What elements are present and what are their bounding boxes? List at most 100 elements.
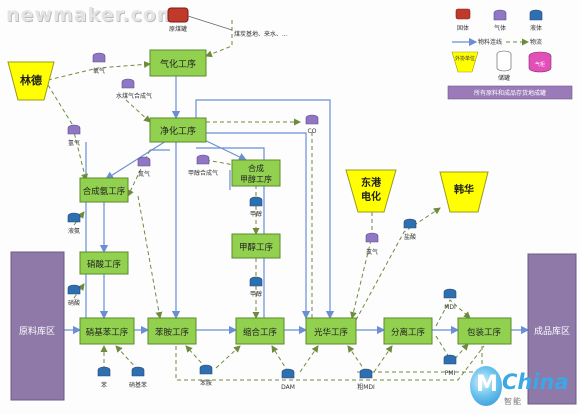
box-methanol-refine[interactable]: 甲醇工序 (231, 233, 281, 259)
legend-external-unit: 外协单位 (451, 51, 479, 73)
legend-gas-label: 气体 (494, 24, 506, 32)
box-methanol-synth-label-1: 合成 (248, 163, 264, 173)
box-methanol-refine-label: 甲醇工序 (239, 242, 274, 253)
tank-hcl: 盐酸 (403, 218, 417, 241)
box-phosgene-label: 光华工序 (314, 327, 349, 338)
legend-solid: 固体 (455, 8, 471, 32)
legend-solid-label: 固体 (457, 24, 469, 32)
legend-material-line: 物料连线 (452, 37, 502, 47)
label-hydrogen: 氢气 (68, 139, 80, 147)
tank-liquid-ammonia: 液氨 (67, 212, 81, 235)
tank-methanol-syngas: 甲醇合成气 (188, 154, 218, 177)
tank-nitric-acid: 硝酸 (67, 284, 81, 307)
legend-storage-note-label: 所有原料和成品存货地成罐 (474, 89, 546, 97)
supplier-donggang-label-2: 电化 (361, 190, 381, 203)
box-nitric[interactable]: 硝酸工序 (79, 251, 129, 275)
label-nitrobenzene: 硝基苯 (129, 381, 147, 389)
label-liquid-ammonia: 液氨 (68, 227, 80, 235)
logo-word: China (502, 370, 569, 394)
box-aniline[interactable]: 苯胺工序 (147, 317, 197, 345)
warehouse-raw[interactable]: 原料库区 (10, 251, 65, 401)
supplier-linde[interactable]: 林德 (7, 61, 55, 101)
legend-storage-note: 所有原料和成品存货地成罐 (447, 85, 573, 100)
legend-gas: 气体 (493, 9, 507, 32)
legend-tank-label: 储罐 (498, 74, 510, 82)
legend-tank: 储罐 (496, 50, 512, 82)
tank-benzene: 苯 (97, 366, 111, 389)
box-purify[interactable]: 净化工序 (149, 117, 207, 143)
legend-external-unit-label: 外协单位 (455, 55, 475, 62)
material-flow-lines (47, 20, 485, 381)
label-chlorine: 氯气 (366, 248, 378, 256)
box-ammonia-label: 合成氨工序 (83, 186, 126, 197)
tank-pmi: PMI (443, 354, 457, 377)
tank-co: CO (305, 114, 319, 135)
tank-crude-methanol: 甲醇 (249, 196, 263, 218)
label-nitrogen: 氮气 (138, 170, 150, 178)
box-separate-label: 分离工序 (391, 327, 426, 338)
tank-crude-mdi: 粗MDI (357, 368, 375, 391)
box-separate[interactable]: 分离工序 (383, 317, 433, 345)
label-dam: DAM (281, 384, 295, 391)
coal-desc-label: 煤炭基地、来水、... (234, 30, 288, 38)
box-package-label: 包装工序 (467, 327, 502, 338)
label-mdi: MDI (444, 304, 456, 311)
box-gasify-label: 气化工序 (160, 58, 196, 70)
logo-sub: 智能 (504, 397, 522, 406)
warehouse-product[interactable]: 成品库区 (527, 253, 577, 405)
tank-chlorine: 氯气 (365, 232, 379, 256)
tank-nitrogen: 氮气 (137, 156, 151, 178)
box-nitrobenzene[interactable]: 硝基苯工序 (79, 317, 135, 345)
label-aniline: 苯胺 (200, 379, 212, 387)
tank-methanol: 甲醇 (249, 276, 263, 298)
label-water-syngas: 水煤气合成气 (116, 92, 152, 100)
box-gasify[interactable]: 气化工序 (149, 49, 207, 77)
tank-oxygen: 氧气 (92, 52, 106, 75)
watermark: newmaker.com (6, 4, 178, 26)
logo-letter: M (476, 372, 498, 397)
box-ammonia[interactable]: 合成氨工序 (79, 177, 129, 203)
box-nitric-label: 硝酸工序 (87, 259, 122, 270)
label-pmi: PMI (445, 370, 456, 377)
supplier-donggang-label-1: 东港 (361, 176, 382, 189)
label-hcl: 盐酸 (404, 233, 416, 241)
label-methanol-syngas: 甲醇合成气 (188, 169, 218, 177)
supplier-hanhua[interactable]: 韩华 (439, 171, 489, 213)
label-methanol: 甲醇 (250, 290, 262, 298)
tank-dam: DAM (281, 368, 295, 391)
box-nitrobenzene-label: 硝基苯工序 (86, 327, 129, 338)
label-co: CO (308, 128, 317, 135)
legend-material-line-label: 物料连线 (478, 38, 502, 46)
tank-nitrobenzene: 硝基苯 (129, 366, 147, 389)
coal-source: 原煤罐 煤炭基地、来水、... (167, 7, 288, 38)
label-crude-mdi: 粗MDI (357, 383, 375, 391)
tank-mdi: MDI (443, 288, 457, 311)
tank-aniline: 苯胺 (199, 364, 213, 387)
supplier-hanhua-label: 韩华 (454, 183, 474, 196)
legend-gas-tank: 气柜 (528, 51, 552, 73)
label-nitric-acid: 硝酸 (68, 299, 80, 307)
legend-gas-tank-label: 气柜 (535, 61, 545, 68)
coal-source-label: 原煤罐 (169, 25, 187, 33)
box-phosgene[interactable]: 光华工序 (305, 317, 357, 345)
box-purify-label: 净化工序 (160, 125, 196, 137)
legend-liquid-label: 液体 (530, 24, 542, 32)
warehouse-product-label: 成品库区 (534, 325, 570, 337)
box-condense[interactable]: 缩合工序 (235, 317, 285, 345)
box-methanol-synth-label-2: 甲醇工序 (240, 174, 272, 184)
supplier-donggang[interactable]: 东港 电化 (345, 169, 397, 213)
label-oxygen: 氧气 (93, 67, 105, 75)
supplier-linde-label: 林德 (20, 73, 42, 87)
legend-liquid: 液体 (529, 9, 543, 32)
label-crude-methanol: 甲醇 (250, 210, 262, 218)
box-package[interactable]: 包装工序 (457, 317, 512, 345)
brand-logo: M China 智能 (466, 364, 578, 412)
tank-water-syngas: 水煤气合成气 (116, 78, 152, 100)
logo-mark-icon: M (470, 366, 502, 406)
box-condense-label: 缩合工序 (243, 327, 278, 338)
legend-logistics-line: 物流 (506, 38, 542, 46)
tank-hydrogen: 氢气 (67, 124, 81, 147)
